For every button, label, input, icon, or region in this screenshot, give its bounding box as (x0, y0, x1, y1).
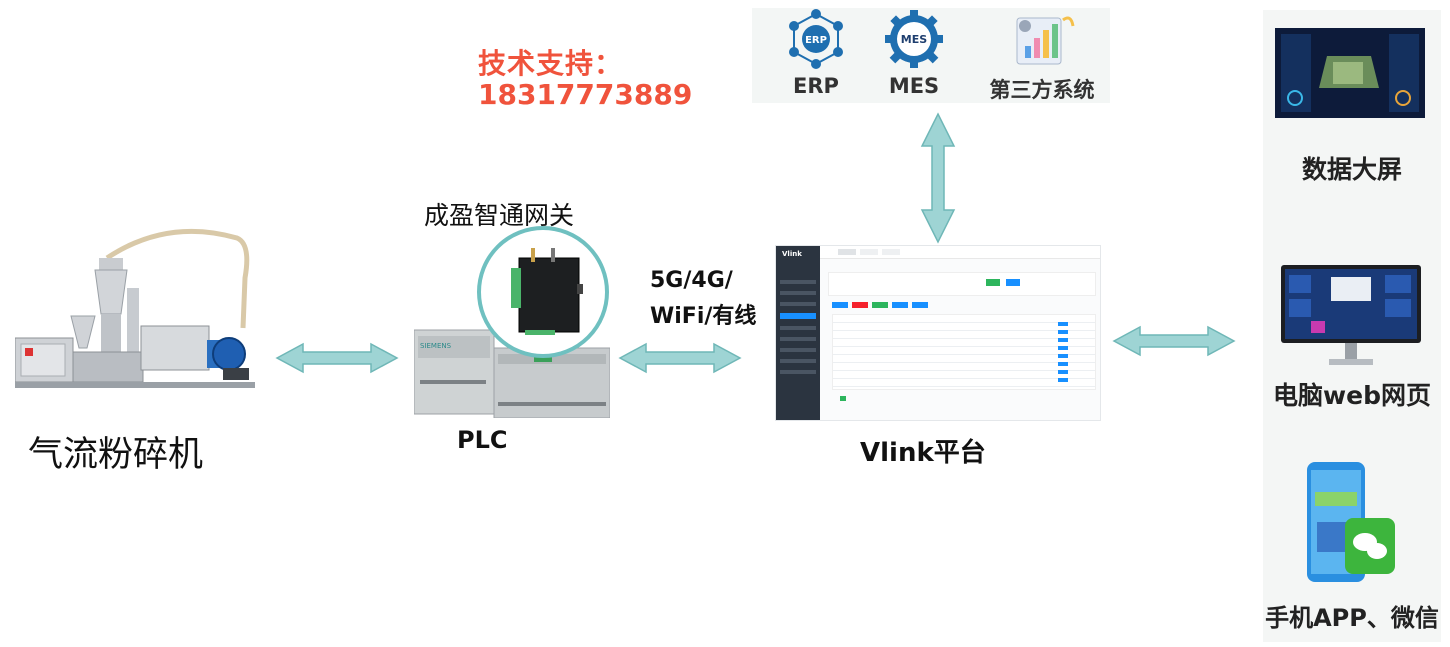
erp-network-icon: ERP (789, 9, 843, 69)
desktop-monitor-image (1281, 265, 1421, 365)
external-systems-panel: ERP ERP MES MES (752, 8, 1110, 103)
output-channels-panel: 数据大屏 电脑web网页 手机APP、微信 (1263, 10, 1441, 642)
siemens-plc-image: SIEMENS (414, 329, 610, 418)
mes-gear-icon: MES (885, 10, 943, 68)
machine-label: 气流粉碎机 (28, 435, 204, 475)
phone-wechat-image (1307, 462, 1395, 582)
svg-text:SIEMENS: SIEMENS (420, 342, 452, 350)
platform-outputs-double-arrow (1112, 325, 1236, 357)
machine-plc-double-arrow (275, 342, 399, 374)
web-page-label: 电脑web网页 (1273, 381, 1431, 410)
support-phone: 18317773889 (478, 78, 693, 111)
platform-label: Vlink平台 (860, 438, 986, 468)
erp-system: ERP ERP (766, 8, 866, 98)
mes-system: MES MES (864, 8, 964, 98)
chart-document-icon (1016, 16, 1075, 65)
big-screen-label: 数据大屏 (1301, 155, 1402, 184)
network-line-2: WiFi/有线 (650, 304, 757, 329)
gateway-device-image (511, 248, 583, 335)
jet-mill-machine-image (15, 228, 255, 388)
mes-badge: MES (901, 33, 927, 46)
mes-label: MES (888, 74, 940, 98)
platform-sidebar: Vlink (776, 246, 820, 420)
app-wechat-label: 手机APP、微信 (1265, 604, 1439, 632)
plc-platform-double-arrow (618, 342, 742, 374)
network-line-1: 5G/4G/ (650, 268, 733, 293)
platform-dashboard-screenshot: Vlink (775, 245, 1101, 421)
gateway-label: 成盈智通网关 (424, 201, 575, 230)
gateway-circle (477, 226, 609, 358)
support-label: 技术支持： (478, 47, 624, 80)
third-party-system: 第三方系统 (977, 8, 1107, 102)
erp-badge: ERP (805, 35, 827, 46)
third-party-label: 第三方系统 (989, 78, 1095, 102)
vertical-double-arrow (920, 112, 956, 244)
platform-brand: Vlink (782, 250, 802, 258)
plc-label: PLC (457, 426, 508, 454)
erp-label: ERP (793, 74, 839, 98)
data-big-screen-image (1275, 28, 1425, 118)
